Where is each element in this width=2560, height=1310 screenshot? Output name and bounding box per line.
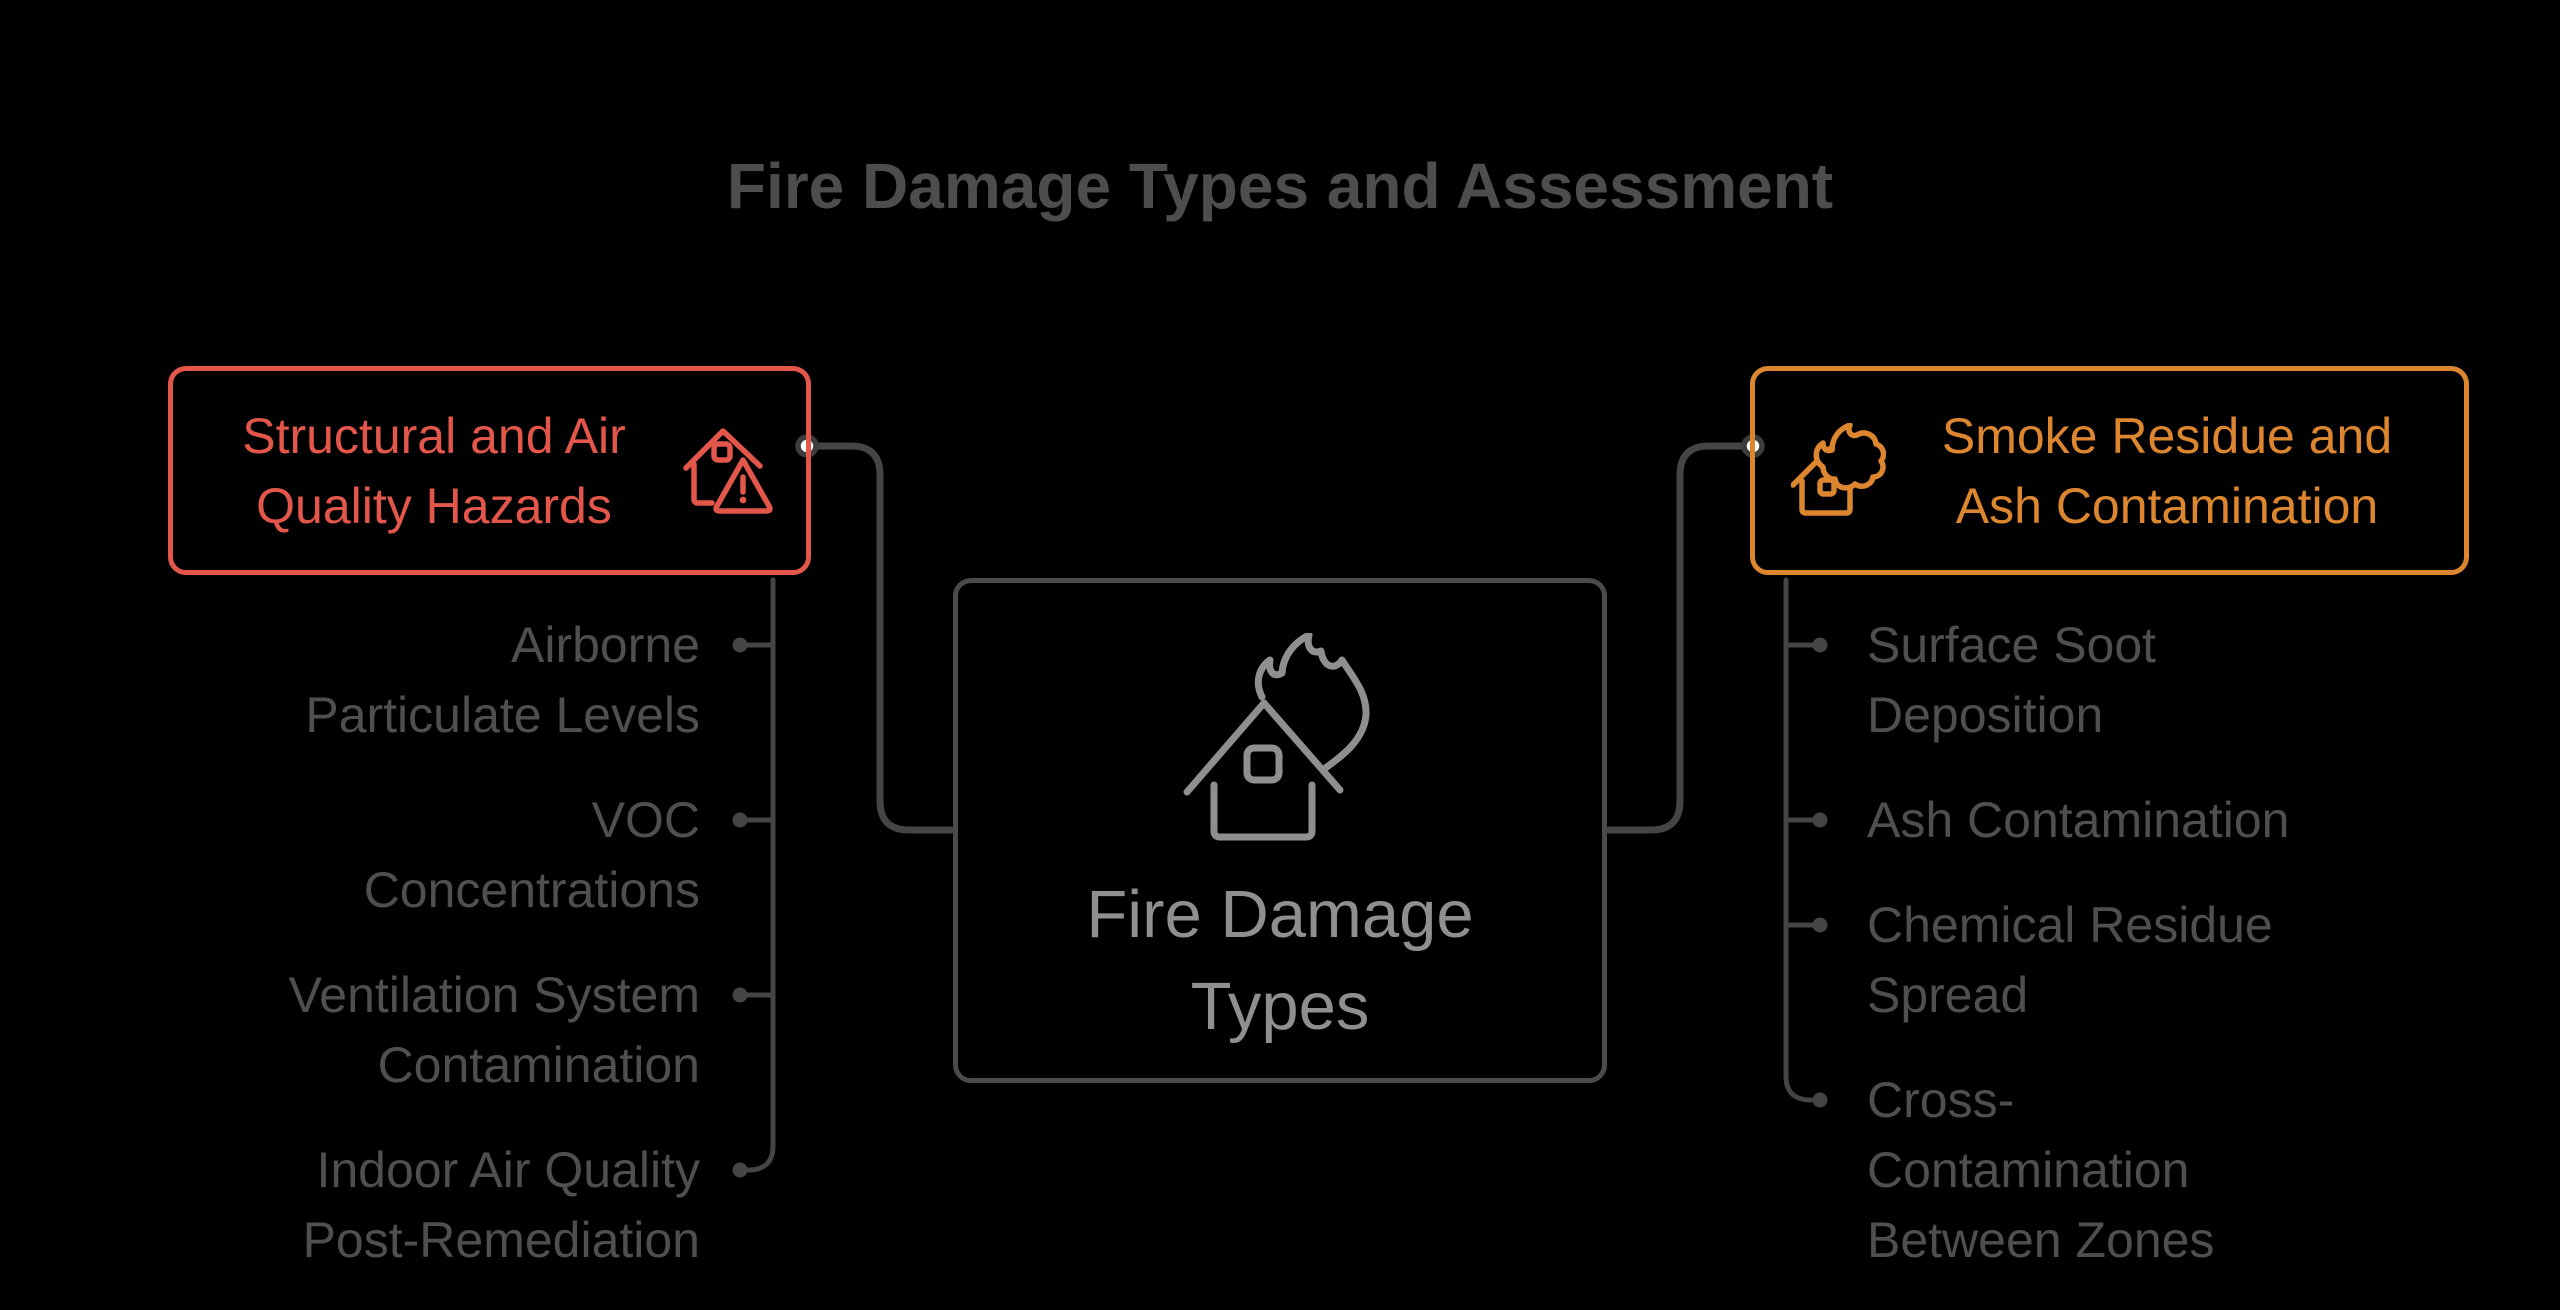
branch-item: Ash Contamination <box>1867 792 2290 848</box>
left-branch-spine <box>732 577 776 1178</box>
connector-left-branch <box>803 442 955 834</box>
diagram-title: Fire Damage Types and Assessment <box>726 150 1834 222</box>
right-branch-spine <box>1783 577 1828 1108</box>
house-alert-icon <box>683 428 773 514</box>
burning-house-icon <box>1183 633 1370 841</box>
house-smoke-icon <box>1791 423 1886 516</box>
connector-right-branch <box>1605 442 1757 834</box>
